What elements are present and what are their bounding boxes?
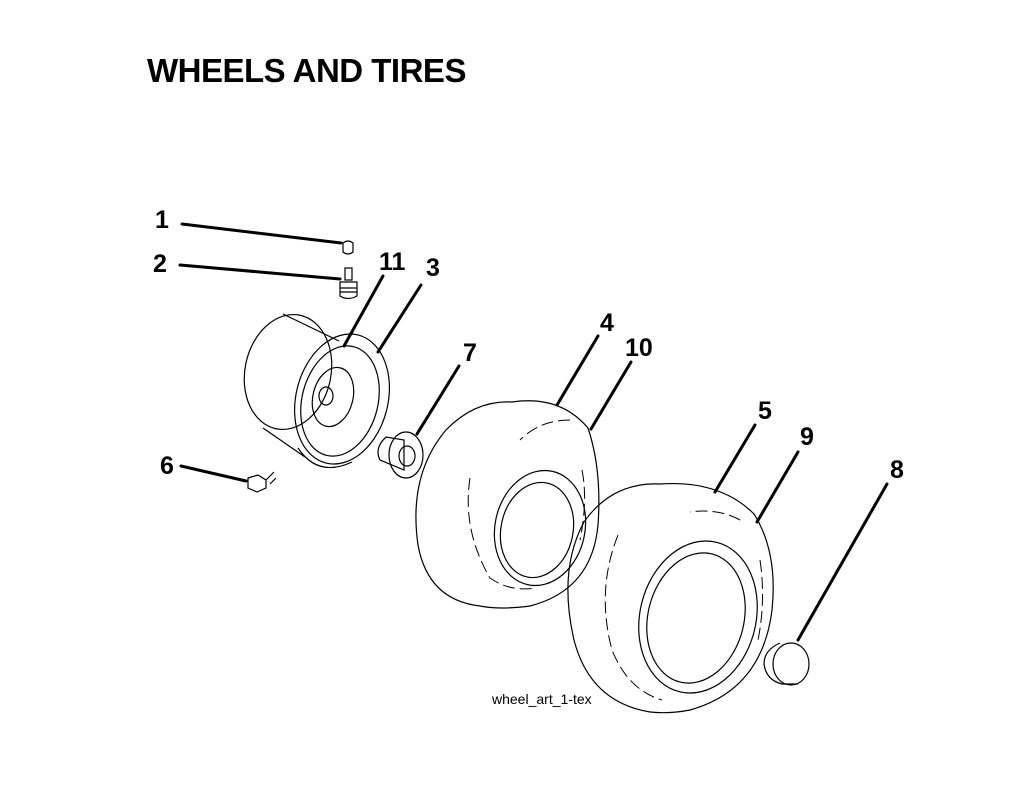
callout-2: 2 <box>153 250 167 278</box>
front-tire-part <box>415 400 600 609</box>
wheel-rim-part <box>243 313 391 469</box>
leader-lines <box>178 222 889 642</box>
bushing-part <box>377 431 424 479</box>
callout-labels: 1 2 3 4 5 6 7 8 9 10 11 <box>153 206 904 484</box>
callout-10: 10 <box>625 334 653 362</box>
figure-caption: wheel_art_1-tex <box>491 691 592 707</box>
valve-stem-part <box>339 267 358 300</box>
callout-4: 4 <box>600 309 614 337</box>
callout-8: 8 <box>890 456 904 484</box>
rear-tire-part <box>567 482 774 714</box>
valve-cap-part <box>342 240 354 255</box>
callout-11: 11 <box>379 248 406 276</box>
callout-1: 1 <box>155 206 169 234</box>
page-title: WHEELS AND TIRES <box>147 52 466 89</box>
callout-5: 5 <box>758 397 772 425</box>
grease-fitting-part <box>247 471 277 493</box>
hub-cap-part <box>763 642 810 686</box>
callout-9: 9 <box>800 423 814 451</box>
callout-7: 7 <box>463 339 477 367</box>
callout-3: 3 <box>426 254 440 282</box>
callout-6: 6 <box>160 452 174 480</box>
